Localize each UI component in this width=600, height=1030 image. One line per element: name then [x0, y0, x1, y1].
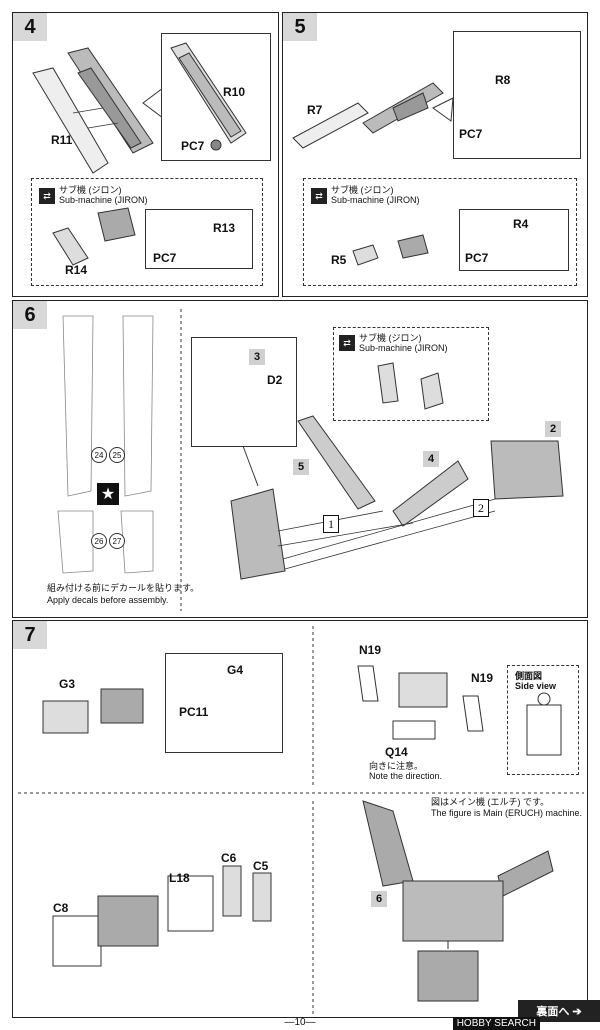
side-view-box [507, 665, 579, 775]
step-7-illustration [18, 626, 584, 1016]
star-icon: ★ [97, 483, 119, 505]
next-page-button[interactable]: 裏面へ ➔ [518, 1000, 600, 1022]
part-label-l18: L18 [169, 871, 190, 885]
detail-box [191, 337, 297, 447]
swap-arrows-icon: ⇄ [39, 188, 55, 204]
detail-box [165, 653, 283, 753]
decal-26: 26 [91, 533, 107, 549]
part-label-r11: R11 [51, 133, 73, 147]
part-number-6: 6 [371, 891, 387, 907]
detail-box [453, 31, 581, 159]
connection-marker-2: 2 [473, 499, 489, 517]
part-label-r13: R13 [213, 221, 236, 235]
step-number: 5 [283, 13, 317, 41]
part-label-g3: G3 [59, 677, 76, 691]
part-number-5: 5 [293, 459, 309, 475]
decal-note-jp: 組み付ける前にデカールを貼ります。 [47, 583, 200, 593]
submachine-box [31, 178, 263, 286]
detail-box [145, 209, 253, 269]
submachine-jp: サブ機 (ジロン) [59, 185, 122, 195]
connection-marker-1: 1 [323, 515, 339, 533]
submachine-en: Sub-machine (JIRON) [359, 343, 448, 353]
part-label-c5: C5 [253, 859, 269, 873]
page-number: —10— [284, 1017, 316, 1028]
part-label-r10: R10 [223, 85, 246, 99]
part-label-r7: R7 [307, 103, 323, 117]
detail-box [459, 209, 569, 271]
part-number-4: 4 [423, 451, 439, 467]
step-number: 4 [13, 13, 47, 41]
decal-25: 25 [109, 447, 125, 463]
part-label-pc11: PC11 [179, 705, 209, 719]
direction-note-en: Note the direction. [369, 771, 443, 781]
part-label-r4: R4 [513, 217, 529, 231]
main-note-en: The figure is Main (ERUCH) machine. [431, 808, 583, 818]
part-label-r5: R5 [331, 253, 347, 267]
submachine-box [303, 178, 577, 286]
part-label-pc7: PC7 [153, 251, 177, 265]
step-number: 6 [13, 301, 47, 329]
submachine-en: Sub-machine (JIRON) [331, 195, 420, 205]
decal-24: 24 [91, 447, 107, 463]
part-label-r14: R14 [65, 263, 88, 277]
part-label-c8: C8 [53, 901, 69, 915]
swap-arrows-icon: ⇄ [339, 335, 355, 351]
part-label-pc7: PC7 [459, 127, 483, 141]
part-number-2: 2 [545, 421, 561, 437]
main-note-jp: 図はメイン機 (エルチ) です。 [431, 797, 550, 807]
swap-arrows-icon: ⇄ [311, 188, 327, 204]
side-view-jp: 側面図 [515, 671, 543, 681]
direction-note-jp: 向きに注意。 [369, 761, 424, 771]
step-number: 7 [13, 621, 47, 649]
submachine-jp: サブ機 (ジロン) [331, 185, 394, 195]
step-7-panel: 7 [12, 620, 588, 1018]
zoom-part-r10 [170, 42, 247, 151]
part-label-g4: G4 [227, 663, 244, 677]
submachine-jp: サブ機 (ジロン) [359, 333, 422, 343]
submachine-box [333, 327, 489, 421]
side-view-en: Side view [515, 681, 557, 691]
part-label-pc7: PC7 [465, 251, 489, 265]
decal-27: 27 [109, 533, 125, 549]
part-label-q14: Q14 [385, 745, 408, 759]
part-label-pc7: PC7 [181, 139, 205, 153]
step-5-panel: 5 R7 R8 PC7 ⇄ サブ機 (ジロン) Sub-machine (JIR… [282, 12, 588, 297]
step-6-panel: 6 [12, 300, 588, 618]
watermark: HOBBY SEARCH [452, 1017, 540, 1030]
part-label-r8: R8 [495, 73, 511, 87]
part-label-c6: C6 [221, 851, 237, 865]
part-number-3: 3 [249, 349, 265, 365]
part-label-n19: N19 [471, 671, 494, 685]
side-view-illustration [526, 692, 562, 756]
step-4-panel: 4 [12, 12, 279, 297]
submachine-en: Sub-machine (JIRON) [59, 195, 148, 205]
part-label-n19: N19 [359, 643, 382, 657]
decal-note-en: Apply decals before assembly. [47, 595, 169, 605]
part-label-d2: D2 [267, 373, 283, 387]
